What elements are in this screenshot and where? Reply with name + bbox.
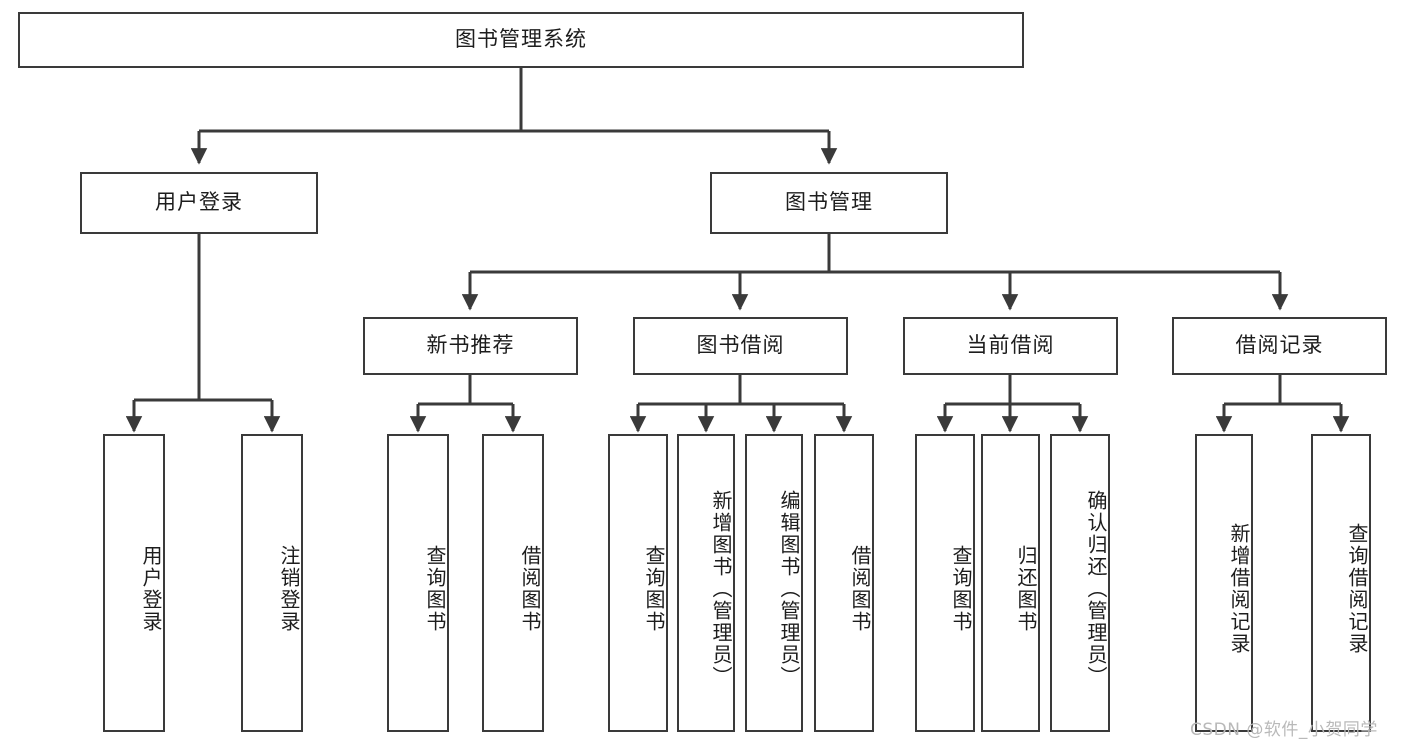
leaf-query-book-current-label: 查询图书 bbox=[949, 545, 973, 633]
node-user-login[interactable]: 用户登录 bbox=[80, 172, 318, 234]
node-current-borrow-label: 当前借阅 bbox=[966, 333, 1055, 358]
leaf-user-login-label: 用户登录 bbox=[139, 545, 163, 633]
leaf-query-book-recommend-label: 查询图书 bbox=[423, 545, 447, 633]
leaf-query-book-borrow[interactable]: 查询图书 bbox=[608, 434, 668, 732]
node-borrow-record-label: 借阅记录 bbox=[1235, 333, 1324, 358]
leaf-query-book-current[interactable]: 查询图书 bbox=[915, 434, 975, 732]
leaf-borrow-book-recommend-label: 借阅图书 bbox=[518, 545, 542, 633]
leaf-return-book-label: 归还图书 bbox=[1014, 545, 1038, 633]
node-current-borrow[interactable]: 当前借阅 bbox=[903, 317, 1118, 375]
leaf-query-borrow-record-label: 查询借阅记录 bbox=[1345, 523, 1369, 655]
leaf-user-login[interactable]: 用户登录 bbox=[103, 434, 165, 732]
leaf-edit-book-admin[interactable]: 编辑图书（管理员） bbox=[745, 434, 803, 732]
leaf-query-book-recommend[interactable]: 查询图书 bbox=[387, 434, 449, 732]
node-user-login-label: 用户登录 bbox=[155, 190, 243, 215]
csdn-watermark: CSDN @软件_小贺同学 bbox=[1190, 720, 1378, 740]
leaf-borrow-book-recommend[interactable]: 借阅图书 bbox=[482, 434, 544, 732]
leaf-add-borrow-record-label: 新增借阅记录 bbox=[1227, 523, 1251, 655]
leaf-add-borrow-record[interactable]: 新增借阅记录 bbox=[1195, 434, 1253, 732]
leaf-borrow-book[interactable]: 借阅图书 bbox=[814, 434, 874, 732]
node-root-label: 图书管理系统 bbox=[455, 27, 587, 52]
leaf-query-borrow-record[interactable]: 查询借阅记录 bbox=[1311, 434, 1371, 732]
node-book-management-label: 图书管理 bbox=[785, 190, 873, 215]
leaf-return-book[interactable]: 归还图书 bbox=[981, 434, 1040, 732]
leaf-borrow-book-label: 借阅图书 bbox=[848, 545, 872, 633]
leaf-logout-label: 注销登录 bbox=[277, 545, 301, 633]
leaf-add-book-admin-label: 新增图书（管理员） bbox=[709, 490, 733, 688]
node-borrow-record[interactable]: 借阅记录 bbox=[1172, 317, 1387, 375]
node-book-borrow[interactable]: 图书借阅 bbox=[633, 317, 848, 375]
node-new-book-recommend[interactable]: 新书推荐 bbox=[363, 317, 578, 375]
leaf-query-book-borrow-label: 查询图书 bbox=[642, 545, 666, 633]
leaf-logout[interactable]: 注销登录 bbox=[241, 434, 303, 732]
node-new-book-recommend-label: 新书推荐 bbox=[426, 333, 515, 358]
leaf-edit-book-admin-label: 编辑图书（管理员） bbox=[777, 490, 801, 688]
leaf-confirm-return-admin-label: 确认归还（管理员） bbox=[1084, 490, 1108, 688]
leaf-confirm-return-admin[interactable]: 确认归还（管理员） bbox=[1050, 434, 1110, 732]
leaf-add-book-admin[interactable]: 新增图书（管理员） bbox=[677, 434, 735, 732]
node-root[interactable]: 图书管理系统 bbox=[18, 12, 1024, 68]
node-book-management[interactable]: 图书管理 bbox=[710, 172, 948, 234]
node-book-borrow-label: 图书借阅 bbox=[696, 333, 785, 358]
